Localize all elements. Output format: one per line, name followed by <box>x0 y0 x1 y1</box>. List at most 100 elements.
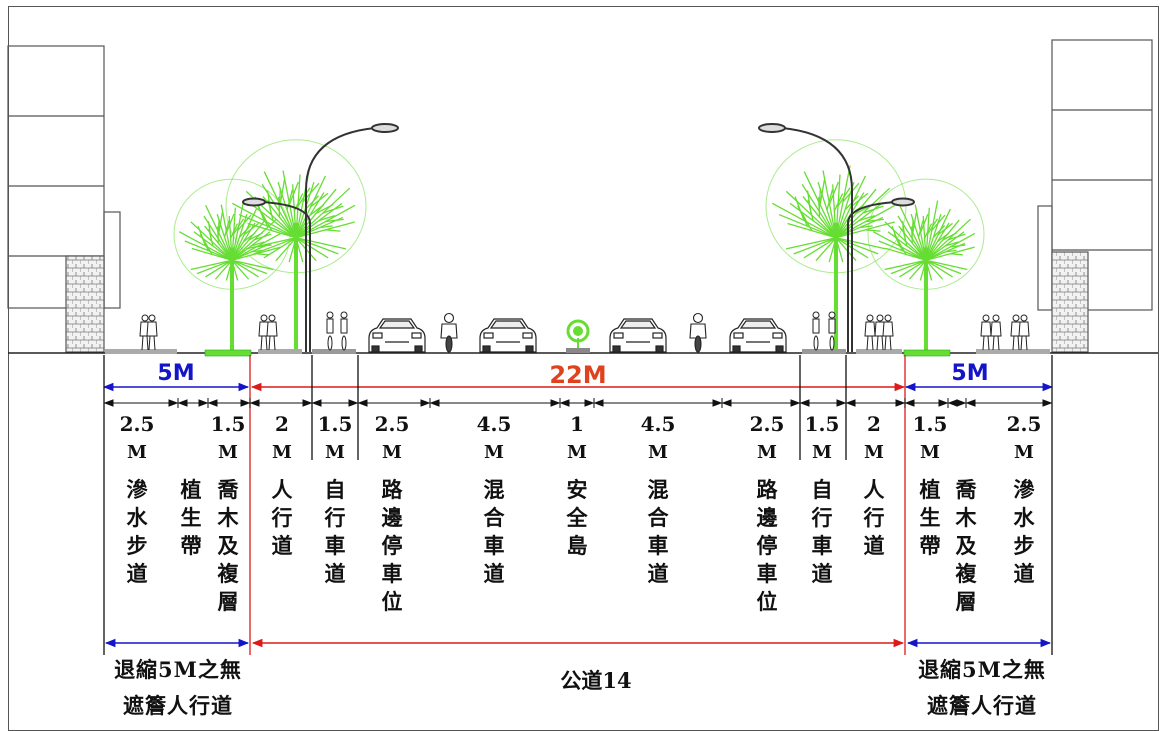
segment-name-char: 路 <box>382 477 404 502</box>
segment-name-char: 車 <box>757 561 778 586</box>
left-section-width: 5M <box>157 361 194 386</box>
segment-name-char: 邊 <box>757 505 779 530</box>
segment-width: 1 <box>570 412 584 436</box>
trees-layer <box>173 139 985 352</box>
segment-name-char: 車 <box>382 561 403 586</box>
road-name-label: 公道14 <box>560 668 631 693</box>
left-building-icon <box>7 45 121 353</box>
motorcycle-icon <box>440 312 458 353</box>
segment-name-char: 道 <box>812 561 833 586</box>
segment-width: 4.5 <box>477 412 512 436</box>
tree-icon <box>867 178 985 352</box>
segment-name-char: 行 <box>324 505 346 530</box>
car-icon <box>368 318 426 353</box>
segment-name-char: 路 <box>757 477 779 502</box>
left-setback-label-line2: 遮簷人行道 <box>123 693 233 718</box>
segment-name-char: 停 <box>382 533 403 558</box>
segment-width: 2.5 <box>120 412 155 436</box>
segment-width: 1.5 <box>318 412 353 436</box>
segment-labels: 2.5M滲水步道植生帶1.5M喬木及複層2M人行道1.5M自行車道2.5M路邊停… <box>120 412 1042 614</box>
segment-name-char: 植 <box>181 477 202 502</box>
right-setback-label-line2: 遮簷人行道 <box>927 693 1037 718</box>
segment-name-char: 喬 <box>217 477 239 502</box>
segment-dimension-line <box>103 398 1053 408</box>
segment-name-char: 生 <box>920 505 941 530</box>
road-section-width: 22M <box>549 361 606 389</box>
segment-width: 1.5 <box>805 412 840 436</box>
pedestrian-icon <box>874 314 886 351</box>
pedestrian-icon <box>864 314 876 351</box>
segment-name-char: 合 <box>484 505 506 530</box>
segment-name-char: 木 <box>955 505 978 530</box>
segment-name-char: 車 <box>812 533 833 558</box>
segment-name-char: 合 <box>648 505 670 530</box>
cyclist-icon <box>326 311 334 351</box>
segment-name-char: 道 <box>127 561 148 586</box>
segment-name-char: 層 <box>218 589 239 614</box>
segment-unit: M <box>1014 442 1034 463</box>
segment-name-char: 自 <box>812 477 833 502</box>
car-icon <box>729 318 787 353</box>
segment-name-char: 滲 <box>127 477 148 502</box>
segment-width: 4.5 <box>641 412 676 436</box>
car-icon <box>609 318 667 353</box>
segment-unit: M <box>127 442 147 463</box>
tree-icon <box>765 139 907 352</box>
right-street-lamp-icon <box>758 123 915 352</box>
segment-name-char: 位 <box>757 589 778 614</box>
tree-icon <box>173 178 291 352</box>
segment-name-char: 道 <box>1014 561 1035 586</box>
segment-width: 2.5 <box>375 412 410 436</box>
segment-unit: M <box>484 442 504 463</box>
segment-unit: M <box>218 442 238 463</box>
pedestrian-icon <box>882 314 894 351</box>
segment-name-char: 混 <box>648 477 669 502</box>
segment-name-char: 道 <box>864 533 885 558</box>
segment-width: 2 <box>867 412 881 436</box>
segment-name-char: 生 <box>181 505 202 530</box>
segment-name-char: 車 <box>648 533 669 558</box>
segment-name-char: 行 <box>271 505 293 530</box>
segment-width: 2 <box>275 412 289 436</box>
pedestrian-icon <box>980 314 992 351</box>
segment-name-char: 複 <box>217 561 240 586</box>
median-shrub-icon <box>566 319 590 353</box>
figures-layer <box>139 311 1030 353</box>
segment-width: 2.5 <box>1007 412 1042 436</box>
right-building-icon <box>1037 39 1153 353</box>
segment-label: 植生帶 <box>181 477 202 558</box>
segment-name-char: 自 <box>325 477 346 502</box>
segment-unit: M <box>382 442 402 463</box>
segment-name-char: 島 <box>567 533 588 558</box>
segment-name-char: 行 <box>863 505 885 530</box>
segment-name-char: 道 <box>272 533 293 558</box>
segment-unit: M <box>920 442 940 463</box>
segment-unit: M <box>864 442 884 463</box>
segment-width: 2.5 <box>750 412 785 436</box>
pedestrian-icon <box>266 314 278 351</box>
segment-name-char: 車 <box>484 533 505 558</box>
pedestrian-icon <box>146 314 158 351</box>
cyclist-icon <box>812 311 820 351</box>
cyclist-icon <box>828 311 836 351</box>
segment-name-char: 人 <box>272 477 293 502</box>
segment-width: 1.5 <box>913 412 948 436</box>
pedestrian-icon <box>1010 314 1022 351</box>
segment-name-char: 水 <box>127 505 149 530</box>
segment-name-char: 道 <box>484 561 505 586</box>
segment-name-char: 步 <box>127 533 148 558</box>
segment-name-char: 木 <box>217 505 240 530</box>
segment-name-char: 複 <box>955 561 978 586</box>
